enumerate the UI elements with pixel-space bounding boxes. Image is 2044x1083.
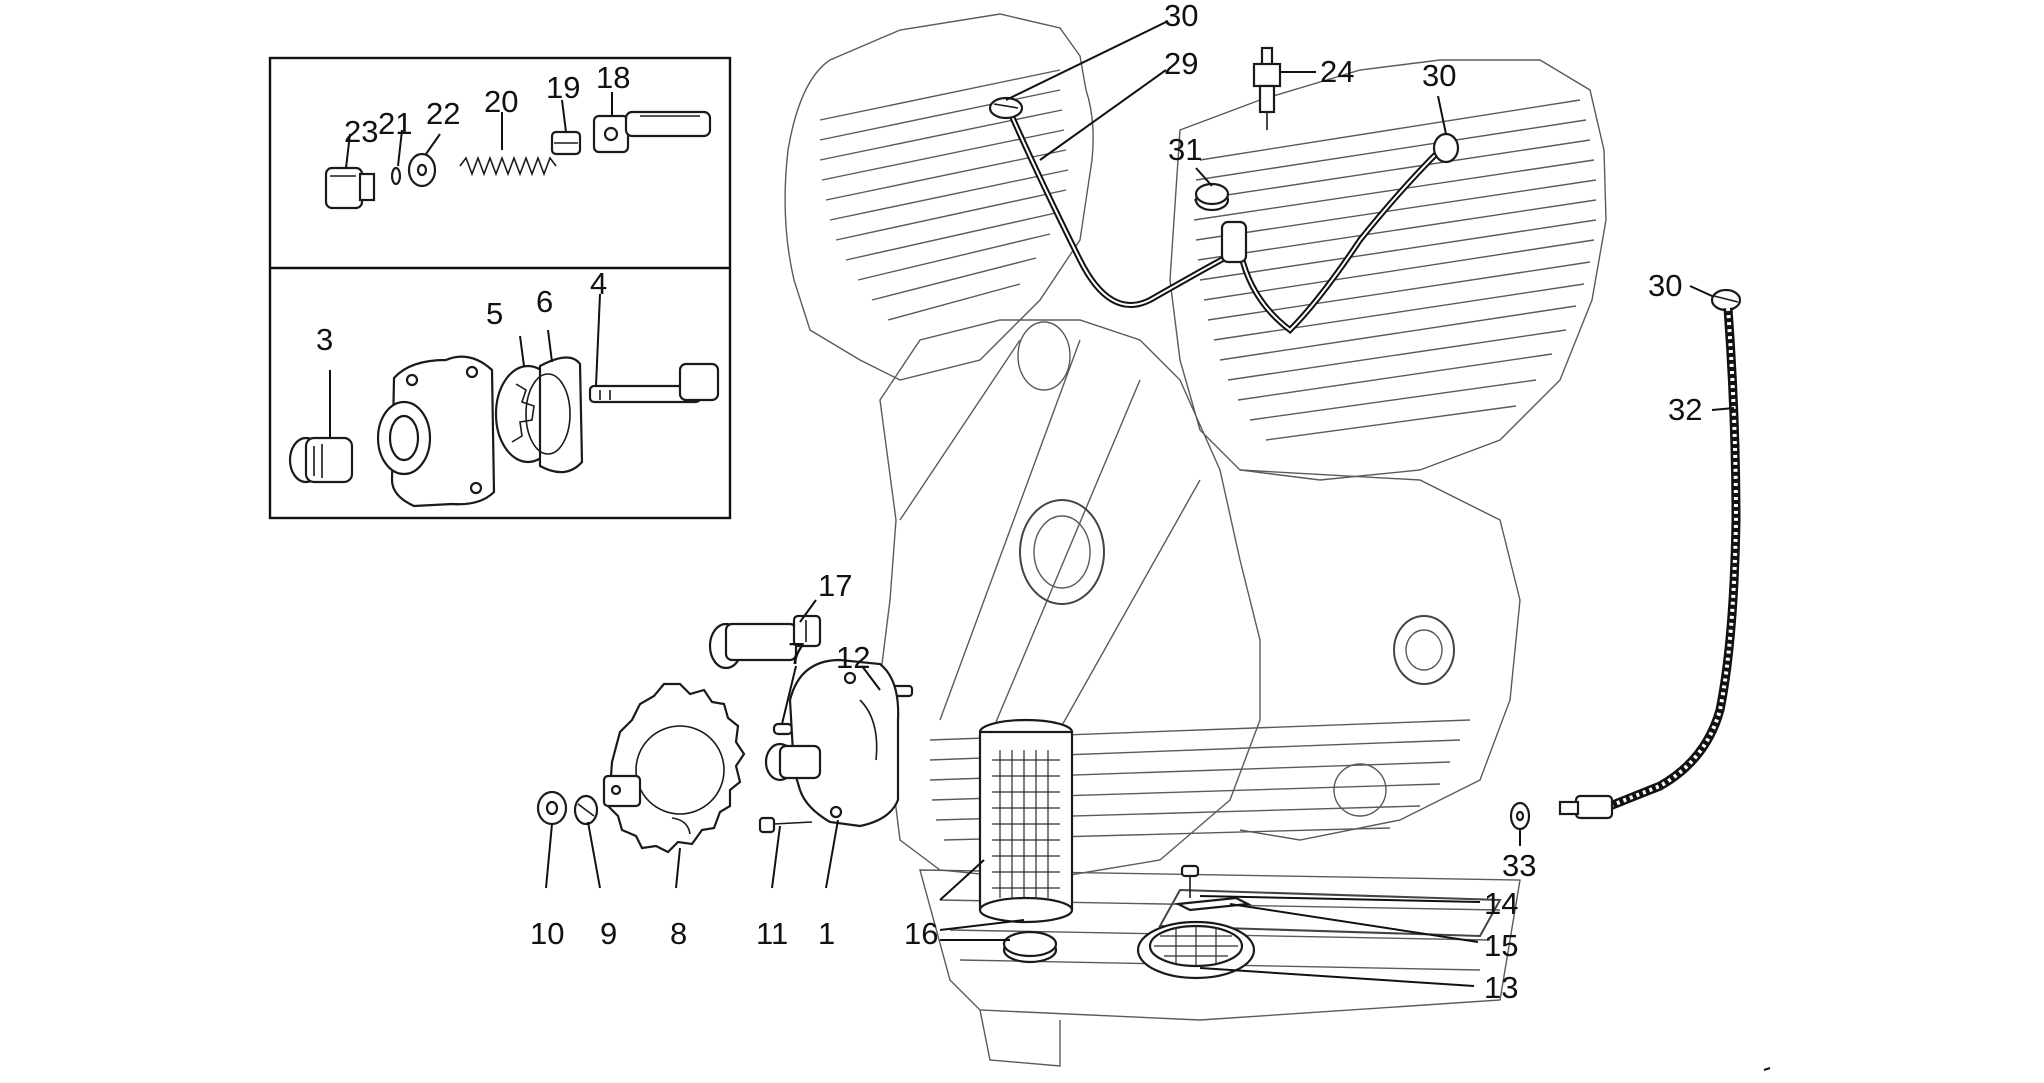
pump-shaft [588, 362, 720, 404]
oil-pump-assembly [764, 658, 900, 828]
sprocket-nut [536, 790, 568, 826]
callout-20: 20 [484, 84, 518, 119]
strainer-gasket [1174, 896, 1252, 912]
hose-clamp-right [1432, 132, 1460, 164]
relief-valve-piston [550, 130, 582, 156]
callout-15: 15 [1484, 928, 1518, 963]
callout-31: 31 [1168, 132, 1202, 167]
callout-30-pipe: 30 [1648, 268, 1682, 303]
callout-4: 4 [590, 266, 607, 301]
callout-14: 14 [1484, 886, 1518, 921]
callout-7: 7 [788, 636, 805, 671]
oil-filter [978, 718, 1074, 924]
callout-8: 8 [670, 916, 687, 951]
oil-pipe [1558, 307, 1741, 820]
callout-12: 12 [836, 640, 870, 675]
callout-5: 5 [486, 296, 503, 331]
pump-outer-rotor [525, 356, 584, 474]
oil-strainer [1136, 920, 1256, 980]
pump-fitting [288, 436, 354, 484]
callout-16: 16 [904, 916, 938, 951]
callout-21: 21 [378, 106, 412, 141]
relief-valve-washer [407, 152, 437, 188]
sprocket-washer [573, 794, 599, 826]
corner-mark [1763, 1067, 1771, 1071]
pump-bolt [708, 614, 822, 670]
grommet [1194, 182, 1230, 212]
callout-17: 17 [818, 568, 852, 603]
callout-labels: 30 29 24 30 31 30 32 33 14 15 13 16 17 7… [316, 0, 1702, 1005]
relief-valve-spring [459, 155, 557, 177]
inset-box [268, 56, 732, 520]
pump-cover [376, 355, 496, 508]
pump-drive-sprocket [602, 682, 746, 854]
relief-valve-body [592, 110, 712, 154]
callout-3: 3 [316, 322, 333, 357]
pump-screw [758, 816, 813, 834]
strainer-screw [1180, 864, 1200, 898]
engine-block [784, 13, 1607, 1067]
callout-1: 1 [818, 916, 835, 951]
filter-oring [1002, 930, 1058, 964]
callout-29: 29 [1164, 46, 1198, 81]
relief-valve-plug [324, 166, 376, 210]
leader-lines [329, 21, 1735, 987]
callout-24: 24 [1320, 54, 1354, 89]
callout-18: 18 [596, 60, 630, 95]
callout-13: 13 [1484, 970, 1518, 1005]
callout-33: 33 [1502, 848, 1536, 883]
oil-pressure-sender [1252, 46, 1282, 130]
dowel-pin [772, 722, 794, 736]
relief-valve-oring [390, 166, 402, 186]
pipe-washer [1509, 801, 1531, 831]
breather-pipe [1007, 110, 1443, 334]
callout-19: 19 [546, 70, 580, 105]
callout-10: 10 [530, 916, 564, 951]
callout-30-left: 30 [1164, 0, 1198, 33]
callout-11: 11 [756, 916, 788, 951]
callout-32: 32 [1668, 392, 1702, 427]
callout-22: 22 [426, 96, 460, 131]
callout-23: 23 [344, 114, 378, 149]
hose-clamp-pipe [1710, 288, 1742, 312]
callout-30-right: 30 [1422, 58, 1456, 93]
callout-9: 9 [600, 916, 617, 951]
callout-6: 6 [536, 284, 553, 319]
hose-clamp-left [988, 96, 1024, 120]
